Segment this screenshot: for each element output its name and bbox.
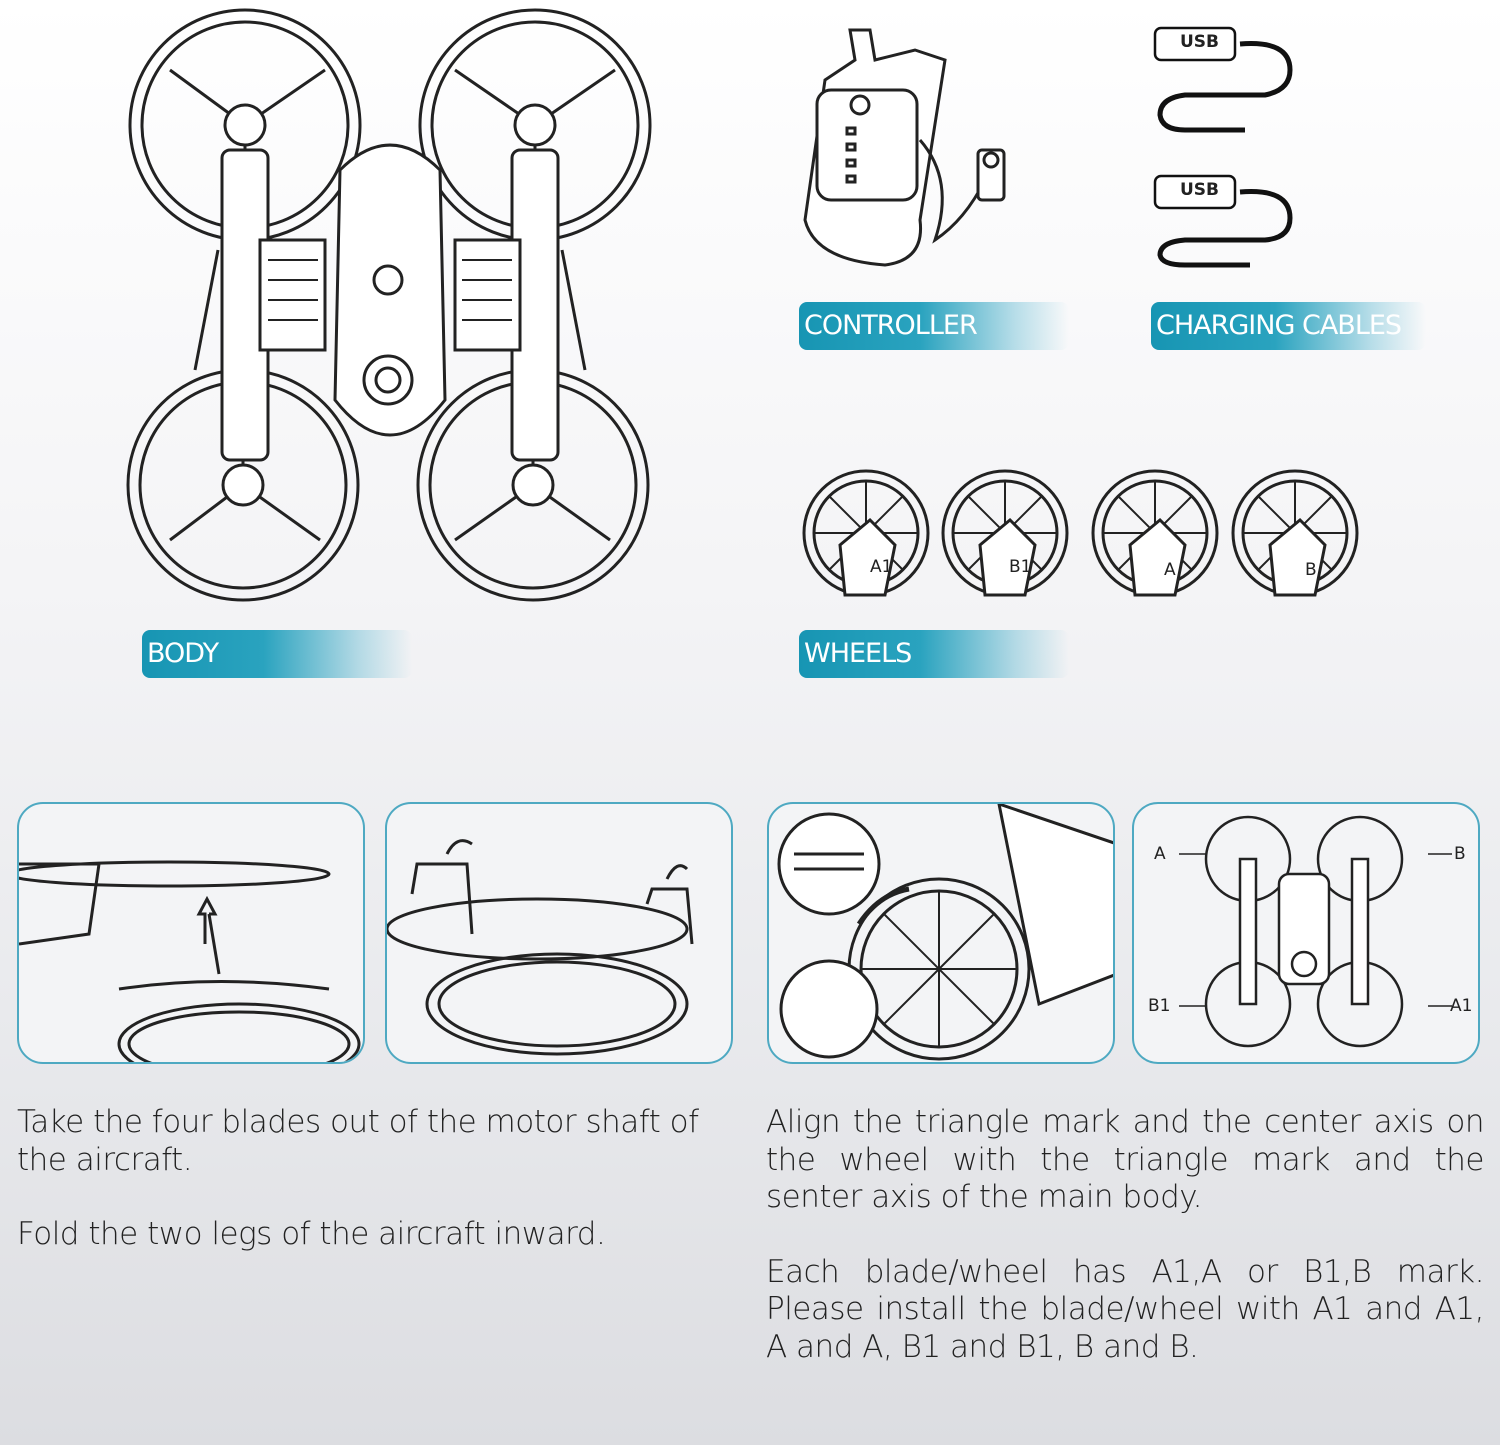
instruction-align-wheel: Align the triangle mark and the center a… [766,1104,1485,1215]
instructions-left: Take the four blades out of the motor sh… [17,1104,737,1291]
step-position-marks-panel: A B B1 A1 [1132,802,1480,1064]
controller-label: CONTROLLER [799,302,1069,350]
instruction-remove-blades: Take the four blades out of the motor sh… [17,1104,699,1178]
usb-label: USB [1180,180,1220,200]
wheels-label: WHEELS [799,630,1069,678]
position-mark-a: A [1154,844,1166,864]
step-fold-legs-panel [385,802,733,1064]
wheel-mark: B [1305,560,1317,580]
position-mark-b: B [1454,844,1466,864]
position-mark-a1: A1 [1450,996,1473,1016]
instruction-fold-legs: Fold the two legs of the aircraft inward… [17,1216,606,1252]
charging-cables-label: CHARGING CABLES [1151,302,1426,350]
controller-illustration [795,20,1015,280]
wheels-illustration: A1 B1 A B [800,465,1370,610]
step-align-wheel-panel [767,802,1115,1064]
instructions-right: Align the triangle mark and the center a… [766,1104,1485,1403]
body-label: BODY [142,630,412,678]
instruction-match-marks: Each blade/wheel has A1,A or B1,B mark. … [766,1253,1485,1365]
step-remove-blades-panel [17,802,365,1064]
wheel-mark: B1 [1009,557,1032,577]
usb-label: USB [1180,32,1220,52]
drone-body-illustration [100,0,700,620]
wheel-mark: A1 [870,557,893,577]
charging-cables-illustration: USB USB [1150,20,1300,270]
position-mark-b1: B1 [1148,996,1171,1016]
wheel-mark: A [1164,560,1176,580]
